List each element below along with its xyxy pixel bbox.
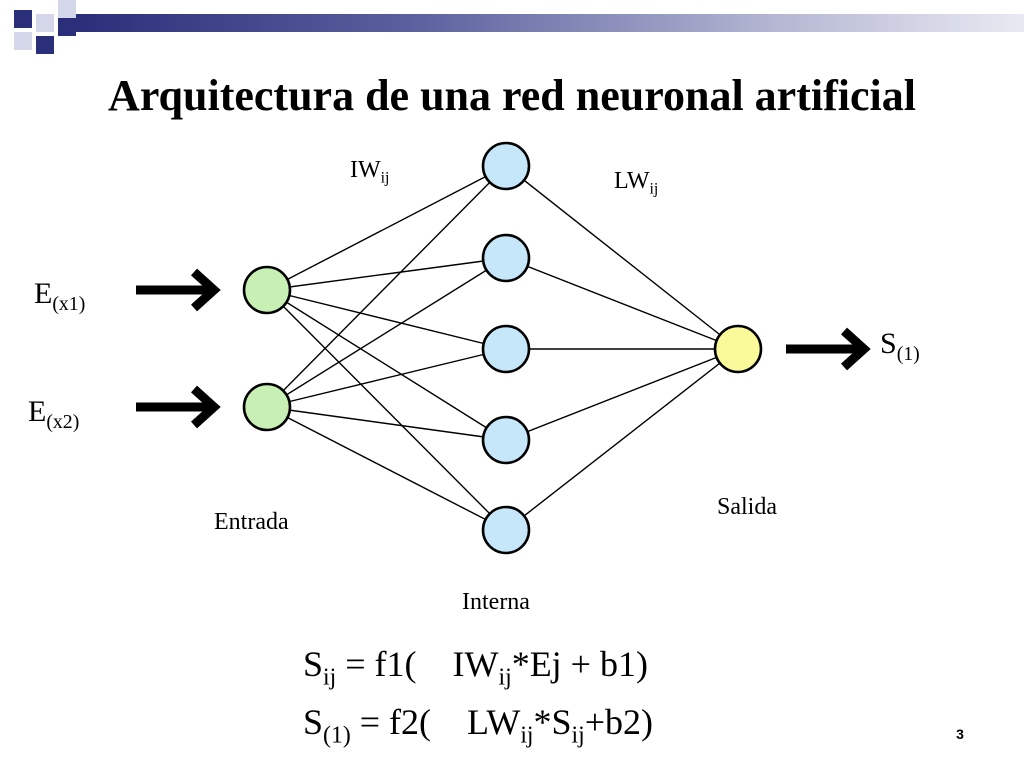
connection-hidden-1-output-1 bbox=[505, 165, 739, 350]
page-number: 3 bbox=[956, 726, 964, 742]
header-decoration-square bbox=[58, 0, 76, 18]
output-neuron-1 bbox=[713, 324, 763, 374]
formula-text: +b2) bbox=[584, 702, 654, 742]
formula-subscript: ij bbox=[520, 722, 534, 749]
connection-input-2-hidden-3 bbox=[266, 348, 507, 408]
output-layer-label: Salida bbox=[717, 494, 777, 520]
hidden-neuron-3 bbox=[481, 324, 531, 374]
formula-output-layer: S(1) = f2( LWij*Sij+b2) bbox=[303, 700, 653, 757]
connection-input-1-hidden-2 bbox=[266, 257, 507, 291]
output-label: S(1) bbox=[880, 327, 920, 365]
header-decoration-square bbox=[36, 36, 54, 54]
hidden-layer-label: Interna bbox=[462, 589, 530, 615]
header-decoration-square bbox=[58, 18, 76, 36]
connection-input-1-hidden-4 bbox=[266, 289, 507, 441]
formula-text: *Ej + b1) bbox=[511, 644, 648, 684]
input-arrows bbox=[136, 268, 871, 429]
header-decoration-square bbox=[14, 32, 32, 50]
formula-text: S bbox=[303, 702, 324, 742]
input-arrow-1-head bbox=[190, 268, 221, 312]
output-weight-label: LWij bbox=[614, 168, 659, 198]
output-arrow-head bbox=[840, 327, 871, 371]
connection-hidden-2-output-1 bbox=[505, 257, 739, 350]
formula-subscript: ij bbox=[323, 664, 337, 691]
neurons bbox=[242, 141, 763, 555]
header-decoration-square bbox=[36, 14, 54, 32]
connection-hidden-4-output-1 bbox=[505, 348, 739, 441]
connection-input-1-hidden-3 bbox=[266, 289, 507, 350]
formula-text: *S bbox=[533, 702, 572, 742]
input-label-x2: E(x2) bbox=[28, 395, 80, 433]
hidden-neuron-1 bbox=[481, 141, 531, 191]
formula-text: = f1( IW bbox=[336, 644, 499, 684]
formula-text: = f2( LW bbox=[350, 702, 521, 742]
connection-input-2-hidden-2 bbox=[266, 257, 507, 408]
connection-input-2-hidden-5 bbox=[266, 406, 507, 531]
connection-input-2-hidden-4 bbox=[266, 406, 507, 441]
formula-text: S bbox=[303, 644, 324, 684]
formula-subscript: ij bbox=[571, 722, 585, 749]
connections bbox=[266, 165, 739, 531]
hidden-neuron-2 bbox=[481, 233, 531, 283]
hidden-neuron-4 bbox=[481, 415, 531, 465]
connection-input-1-hidden-5 bbox=[266, 289, 507, 531]
connection-input-2-hidden-1 bbox=[266, 165, 507, 408]
input-label-x1: E(x1) bbox=[34, 277, 86, 315]
input-arrow-2-head bbox=[190, 385, 221, 429]
formula-subscript: ij bbox=[498, 664, 512, 691]
formula-subscript: (1) bbox=[323, 722, 351, 749]
input-layer-label: Entrada bbox=[214, 509, 289, 535]
header-decoration-square bbox=[14, 10, 32, 28]
input-neuron-1 bbox=[242, 265, 292, 315]
slide-title: Arquitectura de una red neuronal artific… bbox=[108, 71, 916, 120]
connection-input-1-hidden-1 bbox=[266, 165, 507, 291]
formula-hidden-layer: Sij = f1( IWij*Ej + b1) bbox=[303, 642, 648, 699]
input-neuron-2 bbox=[242, 382, 292, 432]
connection-hidden-5-output-1 bbox=[505, 348, 739, 531]
hidden-neuron-5 bbox=[481, 505, 531, 555]
input-weight-label: IWij bbox=[350, 157, 390, 187]
header-decoration-bar bbox=[76, 14, 1024, 32]
